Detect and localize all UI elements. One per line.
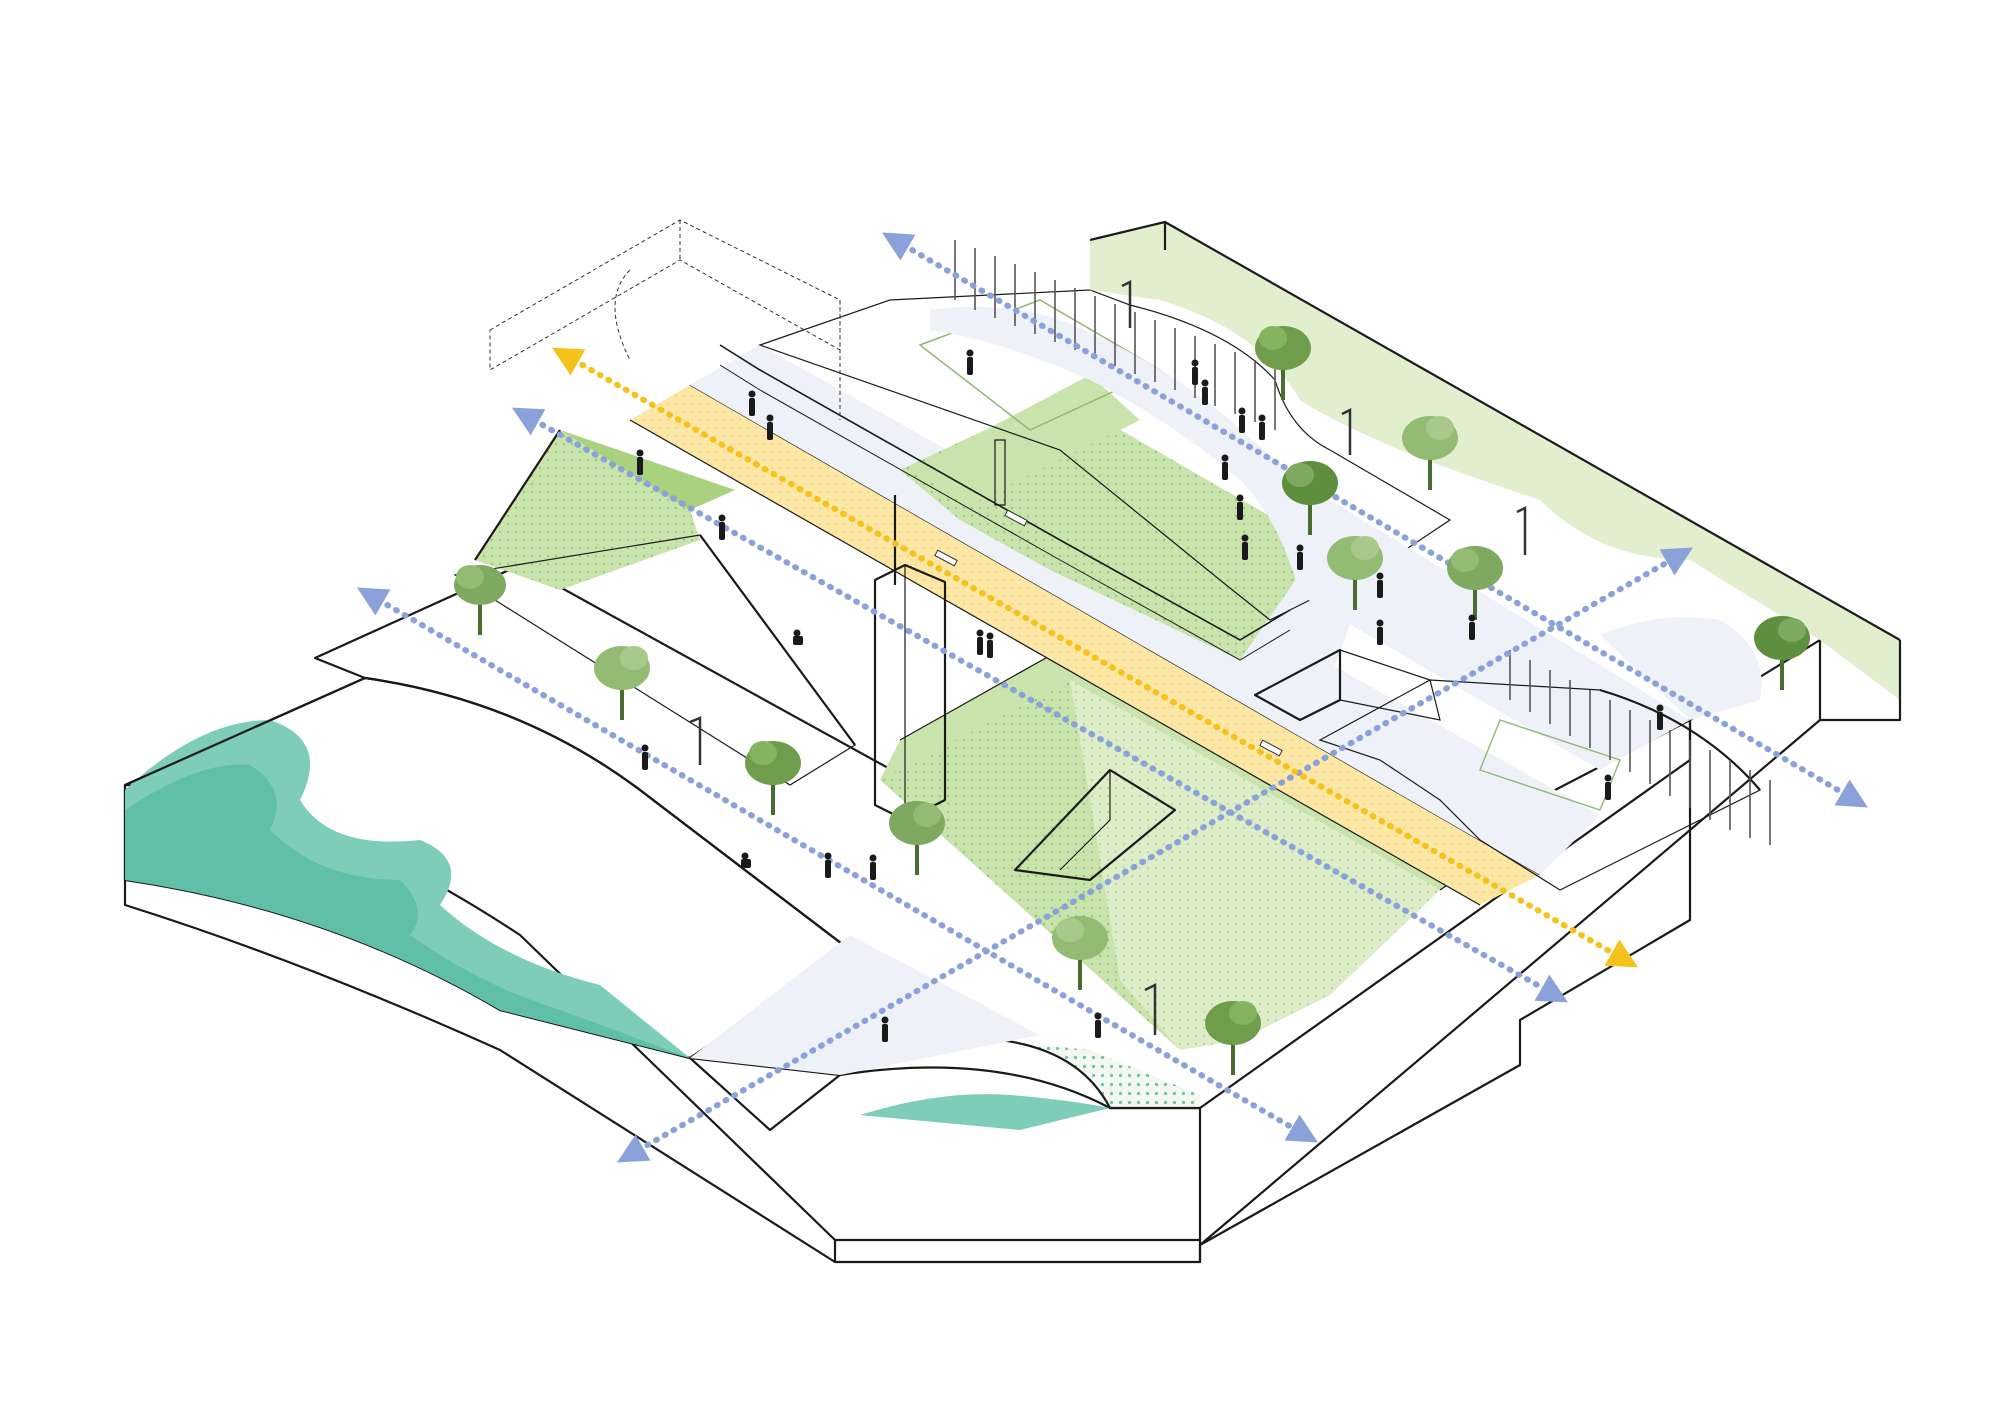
person-icon: [976, 629, 984, 655]
trees: [454, 326, 1810, 1075]
tree-icon: [1447, 546, 1503, 620]
person-icon: [641, 744, 649, 770]
tree-icon: [594, 646, 650, 720]
person-icon: [1296, 544, 1304, 570]
person-icon: [1258, 414, 1266, 440]
tree-icon: [1327, 536, 1383, 610]
tree-icon: [745, 741, 801, 815]
person-icon: [1221, 454, 1229, 480]
tree-icon: [1754, 616, 1810, 690]
person-icon: [1376, 572, 1384, 598]
people: [636, 349, 1664, 1042]
person-icon: [1236, 494, 1244, 520]
person-icon: [881, 1016, 889, 1042]
lamp-post-icon: [1516, 505, 1527, 555]
tree-icon: [1052, 916, 1108, 990]
tree-icon: [1282, 461, 1338, 535]
lamp-post-icon: [1144, 982, 1157, 1035]
person-icon: [986, 632, 994, 658]
person-icon: [748, 390, 756, 416]
person-icon: [1604, 774, 1612, 800]
person-icon: [1468, 614, 1476, 640]
person-icon: [869, 854, 877, 880]
tree-icon: [1402, 416, 1458, 490]
person-icon: [1191, 359, 1199, 385]
person-icon: [1376, 619, 1384, 645]
person-icon: [824, 852, 832, 878]
lamp-post-icon: [689, 716, 702, 765]
tree-icon: [1205, 1001, 1261, 1075]
person-icon: [793, 629, 803, 645]
lamp-post-icon: [1341, 407, 1352, 455]
tree-icon: [1255, 326, 1311, 400]
benches: [934, 509, 1283, 757]
lamp-posts: [689, 279, 1527, 1035]
lamp-post-icon: [1121, 279, 1132, 328]
person-icon: [636, 449, 644, 475]
person-icon: [1238, 407, 1246, 433]
tree-icon: [889, 801, 945, 875]
person-icon: [741, 852, 751, 868]
person-icon: [1241, 534, 1249, 560]
tree-icon: [454, 565, 506, 635]
person-icon: [966, 349, 974, 375]
circulation-arrow-yellow: [551, 347, 1639, 968]
person-icon: [718, 514, 726, 540]
person-icon: [1201, 379, 1209, 405]
person-icon: [766, 414, 774, 440]
person-icon: [1656, 704, 1664, 730]
person-icon: [1094, 1012, 1102, 1038]
